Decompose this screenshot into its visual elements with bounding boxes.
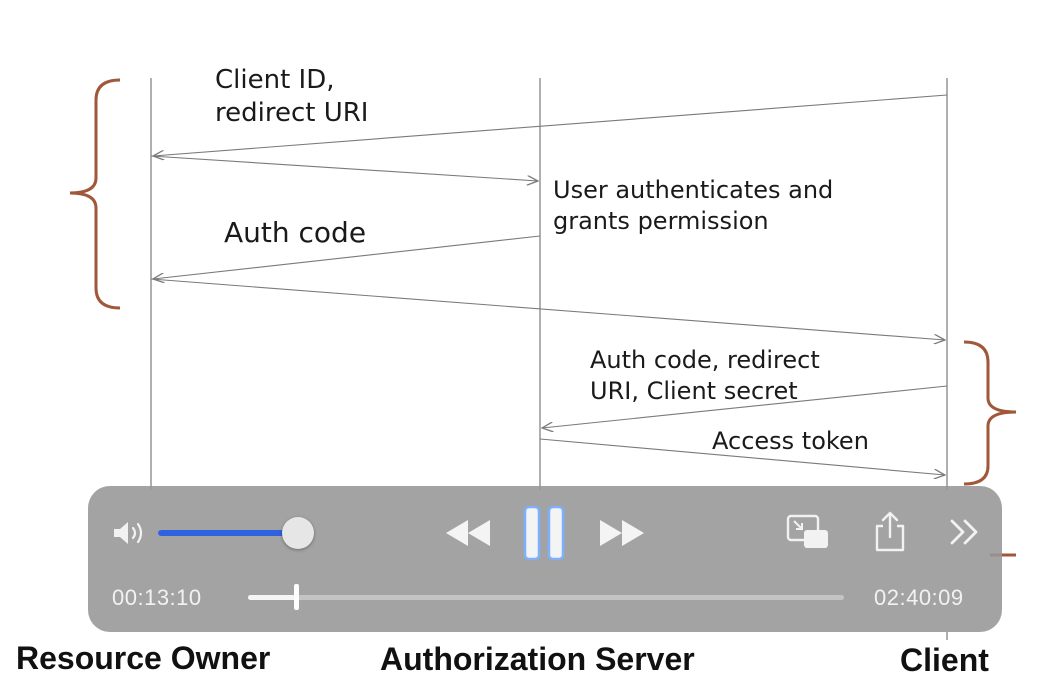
message-arrow-auth-code-to-client xyxy=(150,278,945,340)
label-user-auth-line1: User authenticates and xyxy=(553,176,833,204)
label-client-id-line2: redirect URI xyxy=(215,98,368,128)
message-arrow-authenticate xyxy=(150,155,538,181)
right-curly-brace xyxy=(963,340,1017,486)
rewind-button[interactable] xyxy=(440,510,496,556)
message-arrow-auth-code xyxy=(153,235,541,279)
volume-level-fill xyxy=(158,530,299,536)
share-icon xyxy=(875,511,905,552)
share-button[interactable] xyxy=(868,508,912,556)
volume-slider[interactable] xyxy=(158,517,315,549)
more-button[interactable] xyxy=(942,512,988,552)
volume-icon xyxy=(114,522,143,544)
message-arrow-access-token xyxy=(539,438,945,475)
message-arrow-client-secret xyxy=(542,385,948,428)
fast-forward-button[interactable] xyxy=(594,510,650,556)
seek-bar-handle[interactable] xyxy=(293,584,299,610)
volume-button[interactable] xyxy=(108,514,150,552)
picture-in-picture-icon xyxy=(786,514,828,548)
more-icon xyxy=(950,519,978,545)
label-client-secret-line2: URI, Client secret xyxy=(590,377,798,405)
seek-bar-progress xyxy=(248,595,296,600)
pause-icon xyxy=(523,505,565,561)
fast-forward-icon xyxy=(600,520,644,546)
message-arrow-client-id xyxy=(153,94,948,156)
label-access-token: Access token xyxy=(712,427,869,455)
pause-button[interactable] xyxy=(520,502,570,564)
actor-authorization-server: Authorization Server xyxy=(380,641,695,677)
picture-in-picture-button[interactable] xyxy=(782,510,834,554)
label-client-secret-line1: Auth code, redirect xyxy=(590,346,820,374)
volume-slider-knob[interactable] xyxy=(282,517,315,549)
label-user-auth-line2: grants permission xyxy=(553,207,769,235)
actor-resource-owner: Resource Owner xyxy=(16,640,271,676)
actor-client: Client xyxy=(900,642,989,678)
label-client-id-line1: Client ID, xyxy=(215,65,335,95)
label-auth-code: Auth code xyxy=(224,216,366,249)
total-duration: 02:40:09 xyxy=(874,585,964,610)
current-time: 00:13:10 xyxy=(112,585,202,610)
rewind-icon xyxy=(446,520,490,546)
video-player-controls: 00:13:10 02:40:09 xyxy=(88,486,1002,632)
left-curly-brace xyxy=(69,78,121,310)
seek-bar[interactable] xyxy=(248,584,844,610)
